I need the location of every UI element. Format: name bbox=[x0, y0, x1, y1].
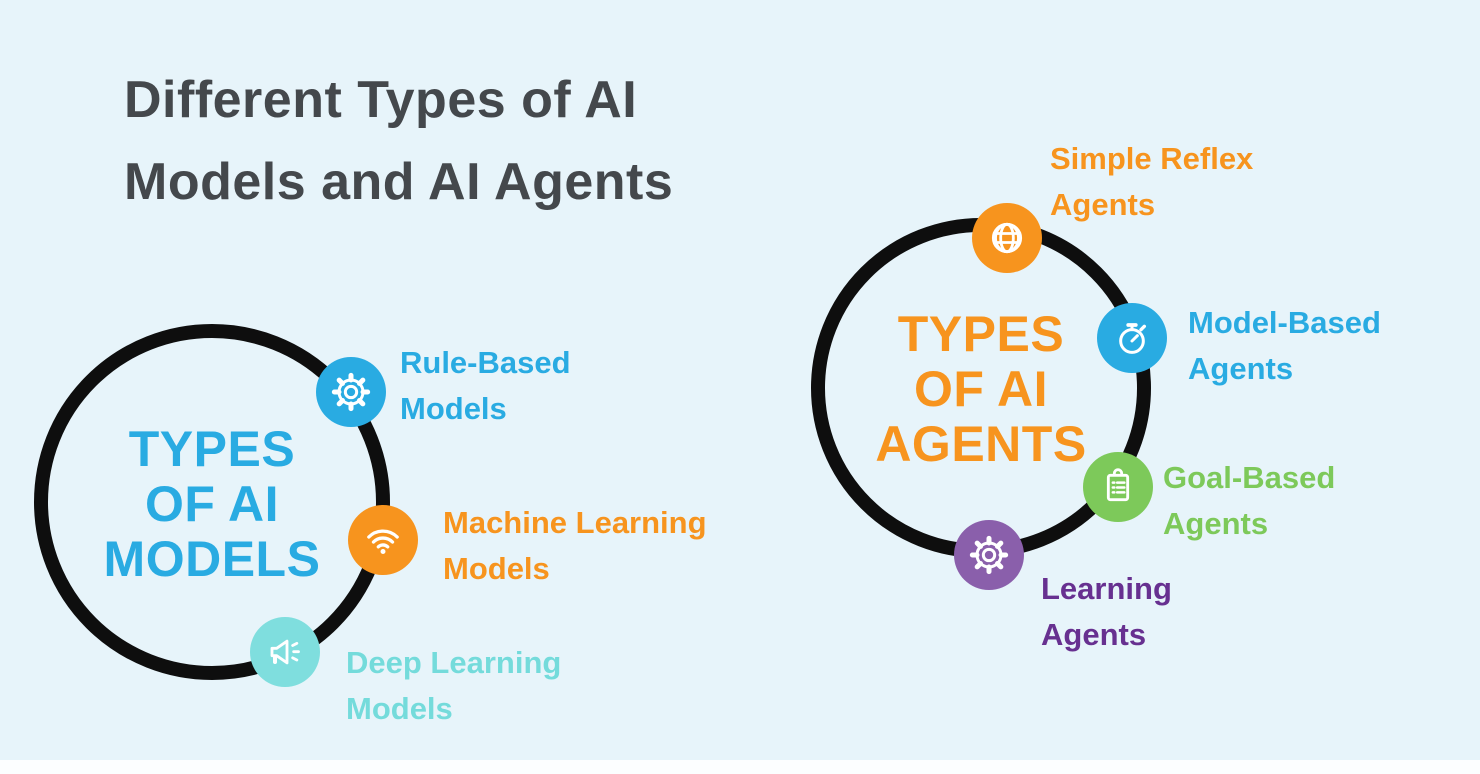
rule-based-models-label: Rule-Based Models bbox=[400, 340, 571, 432]
gear-icon bbox=[331, 372, 371, 412]
learning-agents-label-line-2: Agents bbox=[1041, 617, 1147, 652]
goal-based-agents-label-line-2: Agents bbox=[1163, 506, 1269, 541]
learning-agents-label-line-1: Learning bbox=[1041, 571, 1172, 606]
bottom-bar bbox=[0, 760, 1480, 774]
simple-reflex-agents-badge bbox=[972, 203, 1042, 273]
wifi-icon bbox=[367, 529, 399, 554]
model-based-agents-label: Model-Based Agents bbox=[1188, 300, 1381, 392]
machine-learning-models-badge bbox=[348, 505, 418, 575]
page-title-line-2: Models and AI Agents bbox=[124, 153, 674, 211]
clipboard-icon bbox=[1106, 468, 1130, 502]
model-based-agents-label-line-2: Agents bbox=[1188, 351, 1294, 386]
page-title-line-1: Different Types of AI bbox=[124, 71, 638, 129]
ai-agents-center-label: TYPES OF AI AGENTS bbox=[811, 307, 1151, 472]
learning-agents-badge bbox=[954, 520, 1024, 590]
ai-models-center-line-3: MODELS bbox=[103, 531, 321, 587]
model-based-agents-badge bbox=[1097, 303, 1167, 373]
stopwatch-icon bbox=[1119, 323, 1146, 354]
deep-learning-models-label-line-2: Models bbox=[346, 691, 453, 726]
goal-based-agents-label: Goal-Based Agents bbox=[1163, 455, 1335, 547]
page-title: Different Types of AI Models and AI Agen… bbox=[124, 59, 673, 223]
deep-learning-models-label: Deep Learning Models bbox=[346, 640, 561, 732]
ai-models-center-line-1: TYPES bbox=[128, 421, 296, 477]
learning-agents-label: Learning Agents bbox=[1041, 566, 1172, 658]
simple-reflex-agents-label-line-1: Simple Reflex bbox=[1050, 141, 1254, 176]
machine-learning-models-label-line-2: Models bbox=[443, 551, 550, 586]
rule-based-models-label-line-1: Rule-Based bbox=[400, 345, 571, 380]
deep-learning-models-badge bbox=[250, 617, 320, 687]
rule-based-models-badge bbox=[316, 357, 386, 427]
gear-icon bbox=[969, 535, 1009, 575]
ai-agents-center-line-1: TYPES bbox=[897, 306, 1065, 362]
ai-models-center-line-2: OF AI bbox=[145, 476, 279, 532]
rule-based-models-label-line-2: Models bbox=[400, 391, 507, 426]
machine-learning-models-label-line-1: Machine Learning bbox=[443, 505, 707, 540]
machine-learning-models-label: Machine Learning Models bbox=[443, 500, 707, 592]
simple-reflex-agents-label-line-2: Agents bbox=[1050, 187, 1156, 222]
ai-models-center-label: TYPES OF AI MODELS bbox=[42, 422, 382, 587]
goal-based-agents-badge bbox=[1083, 452, 1153, 522]
model-based-agents-label-line-1: Model-Based bbox=[1188, 305, 1381, 340]
goal-based-agents-label-line-1: Goal-Based bbox=[1163, 460, 1336, 495]
deep-learning-models-label-line-1: Deep Learning bbox=[346, 645, 562, 680]
ai-agents-center-line-3: AGENTS bbox=[875, 416, 1087, 472]
simple-reflex-agents-label: Simple Reflex Agents bbox=[1050, 136, 1253, 228]
globe-icon bbox=[991, 222, 1023, 254]
ai-agents-center-line-2: OF AI bbox=[914, 361, 1048, 417]
megaphone-icon bbox=[270, 639, 300, 665]
